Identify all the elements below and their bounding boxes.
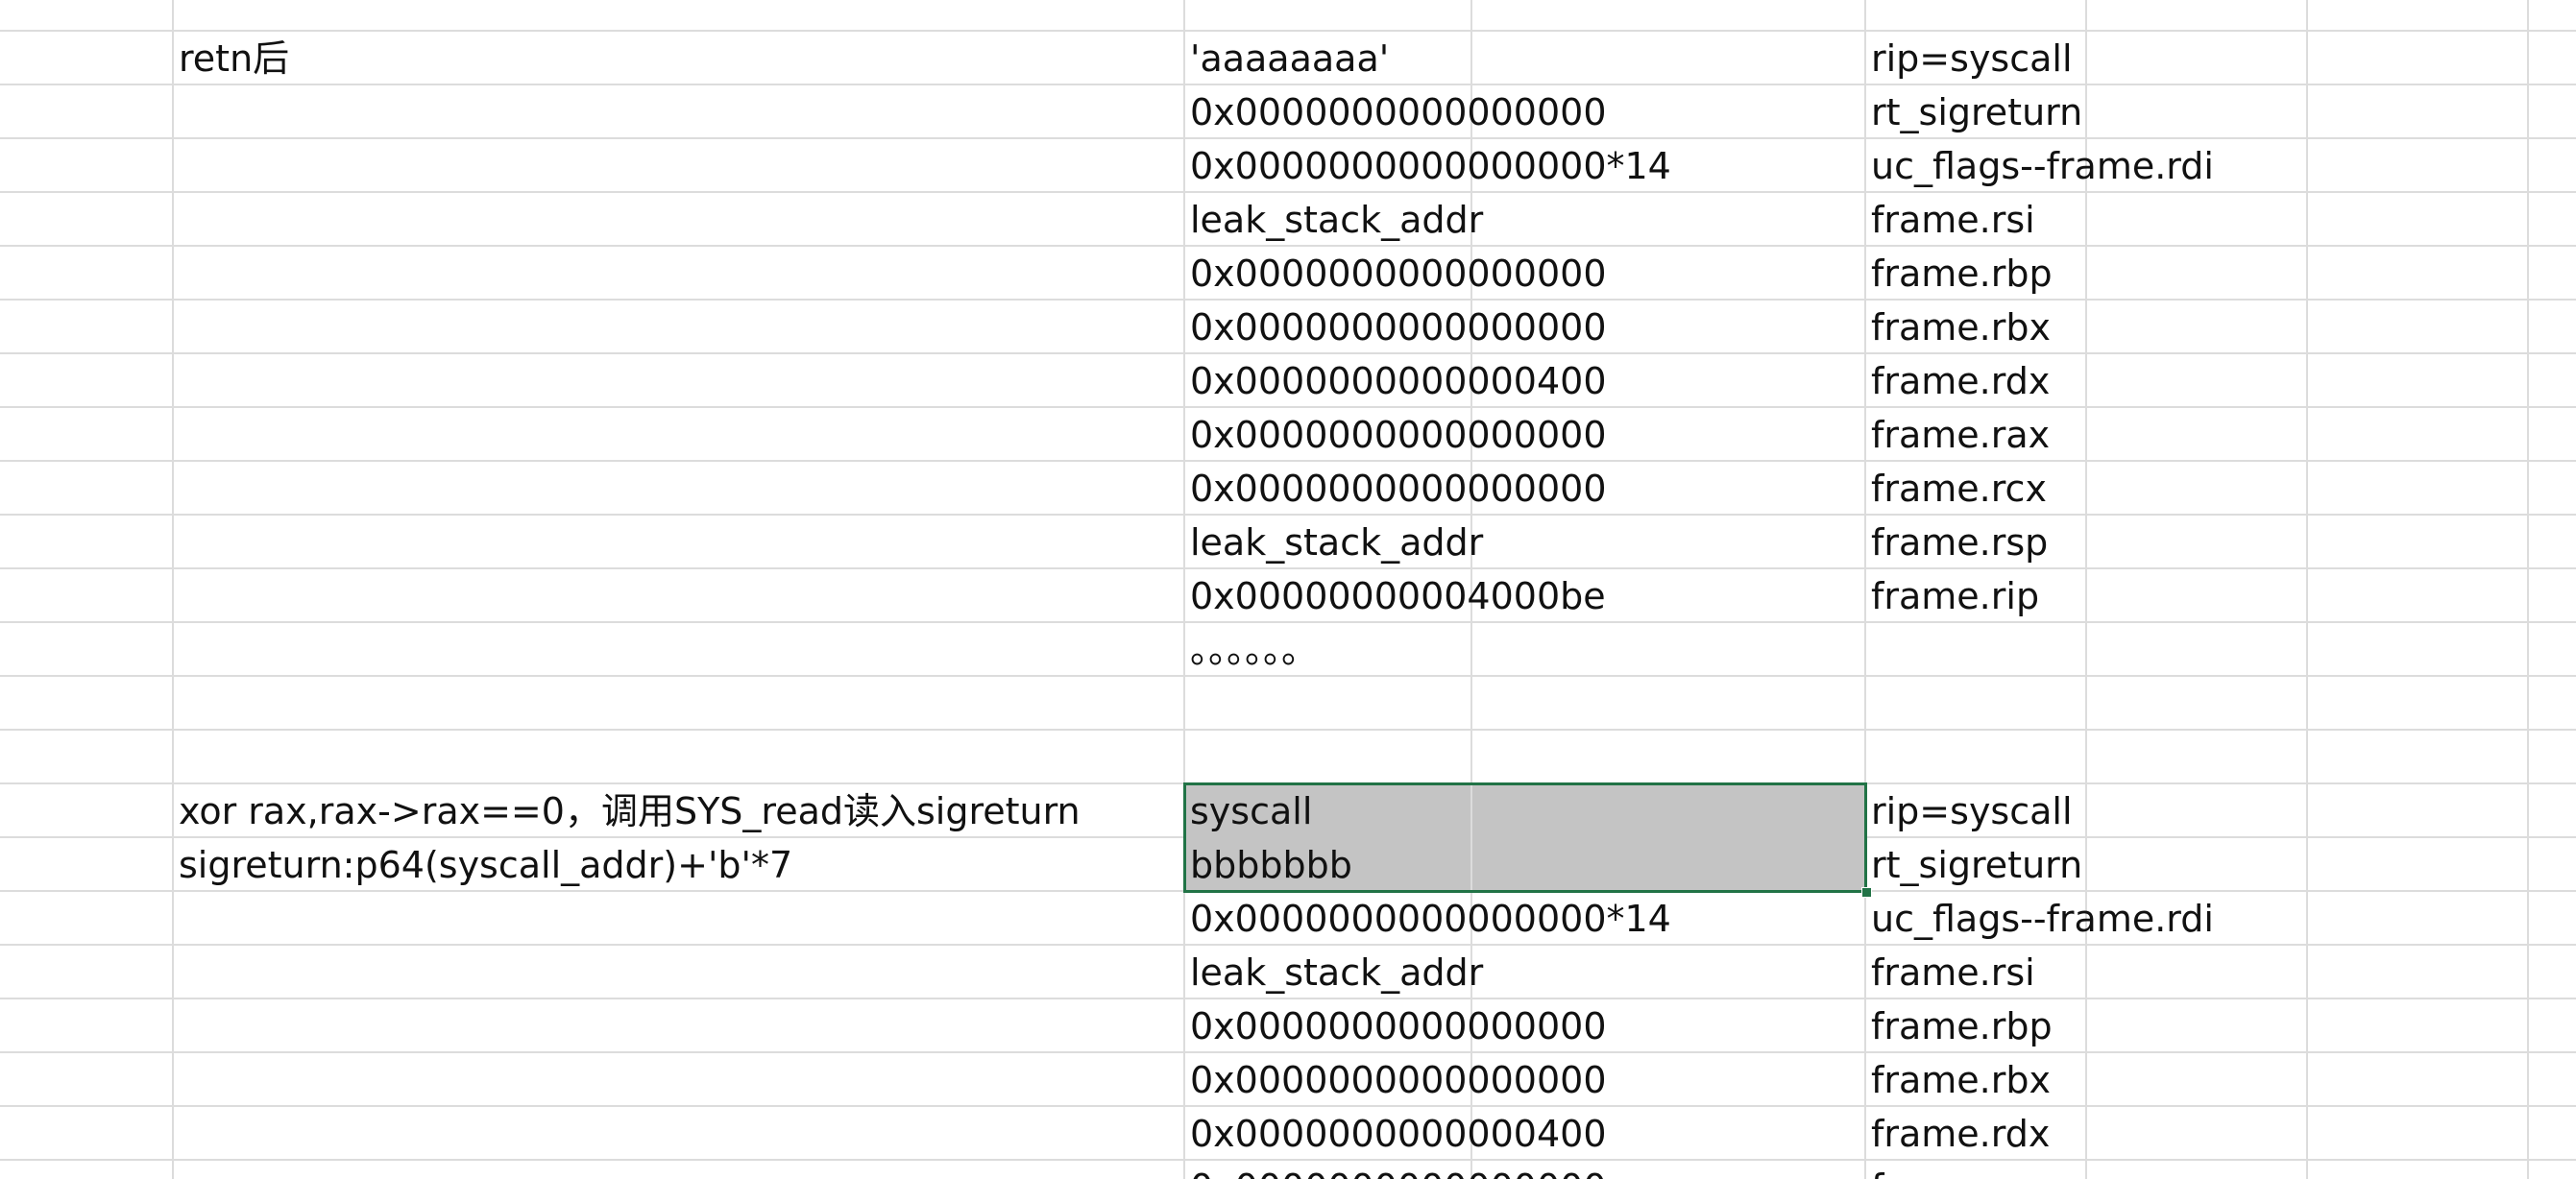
cell-c[interactable]: frame.rax [1865, 1160, 2050, 1179]
cell-c[interactable]: frame.rcx [1871, 468, 2047, 510]
row-gridline [0, 998, 2576, 999]
row-gridline [0, 514, 2576, 516]
cell-b[interactable]: 0x0000000000000000*14 [1190, 145, 1671, 187]
column-gridline [1470, 0, 1472, 1179]
cell-c[interactable]: frame.rsp [1871, 521, 2049, 564]
column-gridline [2527, 0, 2529, 1179]
cell-b[interactable]: 0x0000000000000000 [1190, 414, 1607, 456]
row-gridline [0, 675, 2576, 677]
cell-c[interactable]: rip=syscall [1871, 37, 2073, 80]
cell-c[interactable]: frame.rsi [1871, 199, 2035, 241]
cell-b[interactable]: leak_stack_addr [1190, 521, 1484, 564]
column-gridline [172, 0, 174, 1179]
row-gridline [0, 406, 2576, 408]
column-gridline [2306, 0, 2308, 1179]
selection-fill [1184, 783, 1865, 891]
cell-c[interactable]: rt_sigreturn [1871, 91, 2083, 133]
row-gridline [0, 944, 2576, 946]
cell-c[interactable]: uc_flags--frame.rdi [1871, 898, 2214, 940]
cell-c[interactable]: rip=syscall [1871, 790, 2073, 832]
cell-c[interactable]: frame.rbp [1871, 253, 2053, 295]
cell-b[interactable]: 0x0000000000000400 [1190, 1113, 1607, 1155]
cell-c[interactable]: uc_flags--frame.rdi [1871, 145, 2214, 187]
cell-c[interactable]: rt_sigreturn [1871, 844, 2083, 886]
row-gridline [0, 567, 2576, 569]
cell-c[interactable]: frame.rdx [1871, 360, 2051, 402]
cell-b[interactable]: 0x00000000004000be [1190, 575, 1606, 617]
cell-b[interactable]: 0x0000000000000000 [1190, 253, 1607, 295]
cell-b[interactable]: 0x0000000000000000 [1184, 1160, 1607, 1179]
cell-c[interactable]: frame.rbx [1871, 1059, 2051, 1101]
cell-b[interactable]: syscall [1190, 790, 1313, 832]
row-gridline [0, 245, 2576, 247]
cell-c[interactable]: frame.rip [1871, 575, 2040, 617]
cell-b[interactable]: 0x0000000000000000 [1190, 468, 1607, 510]
column-gridline [2085, 0, 2087, 1179]
cell-a[interactable]: xor rax,rax->rax==0，调用SYS_read读入sigretur… [179, 790, 1081, 832]
cell-b[interactable]: 0x0000000000000000 [1190, 91, 1607, 133]
row-gridline [0, 1159, 2576, 1161]
cell-a[interactable]: sigreturn:p64(syscall_addr)+'b'*7 [179, 844, 793, 886]
cell-b[interactable]: 。。。。。。 [1190, 629, 1319, 671]
row-gridline [0, 1105, 2576, 1107]
row-gridline [0, 191, 2576, 193]
cell-b[interactable]: 0x0000000000000000 [1190, 306, 1607, 349]
row-gridline [0, 299, 2576, 301]
row-gridline [0, 621, 2576, 623]
cell-b[interactable]: bbbbbbb [1190, 844, 1352, 886]
column-gridline [1183, 0, 1185, 1179]
cell-b[interactable]: leak_stack_addr [1190, 951, 1484, 994]
cell-b[interactable]: 0x0000000000000000*14 [1190, 898, 1671, 940]
row-gridline [0, 137, 2576, 139]
row-gridline [0, 352, 2576, 354]
row-gridline [0, 30, 2576, 32]
cell-b[interactable]: leak_stack_addr [1190, 199, 1484, 241]
row-gridline [0, 84, 2576, 85]
cell-b[interactable]: 0x0000000000000000 [1190, 1005, 1607, 1047]
cell-b[interactable]: 0x0000000000000000 [1190, 1059, 1607, 1101]
cell-c[interactable]: frame.rbx [1871, 306, 2051, 349]
cell-c[interactable]: frame.rbp [1871, 1005, 2053, 1047]
cell-c[interactable]: frame.rax [1871, 414, 2051, 456]
cell-b[interactable]: 0x0000000000000400 [1190, 360, 1607, 402]
cell-b[interactable]: 'aaaaaaaa' [1190, 37, 1390, 80]
column-gridline [1864, 0, 1866, 1179]
row-gridline [0, 460, 2576, 462]
cell-c[interactable]: frame.rsi [1871, 951, 2035, 994]
cell-c[interactable]: frame.rdx [1871, 1113, 2051, 1155]
cell-a[interactable]: retn后 [179, 37, 290, 80]
row-gridline [0, 1051, 2576, 1053]
row-gridline [0, 729, 2576, 731]
fill-handle[interactable] [1861, 887, 1872, 898]
